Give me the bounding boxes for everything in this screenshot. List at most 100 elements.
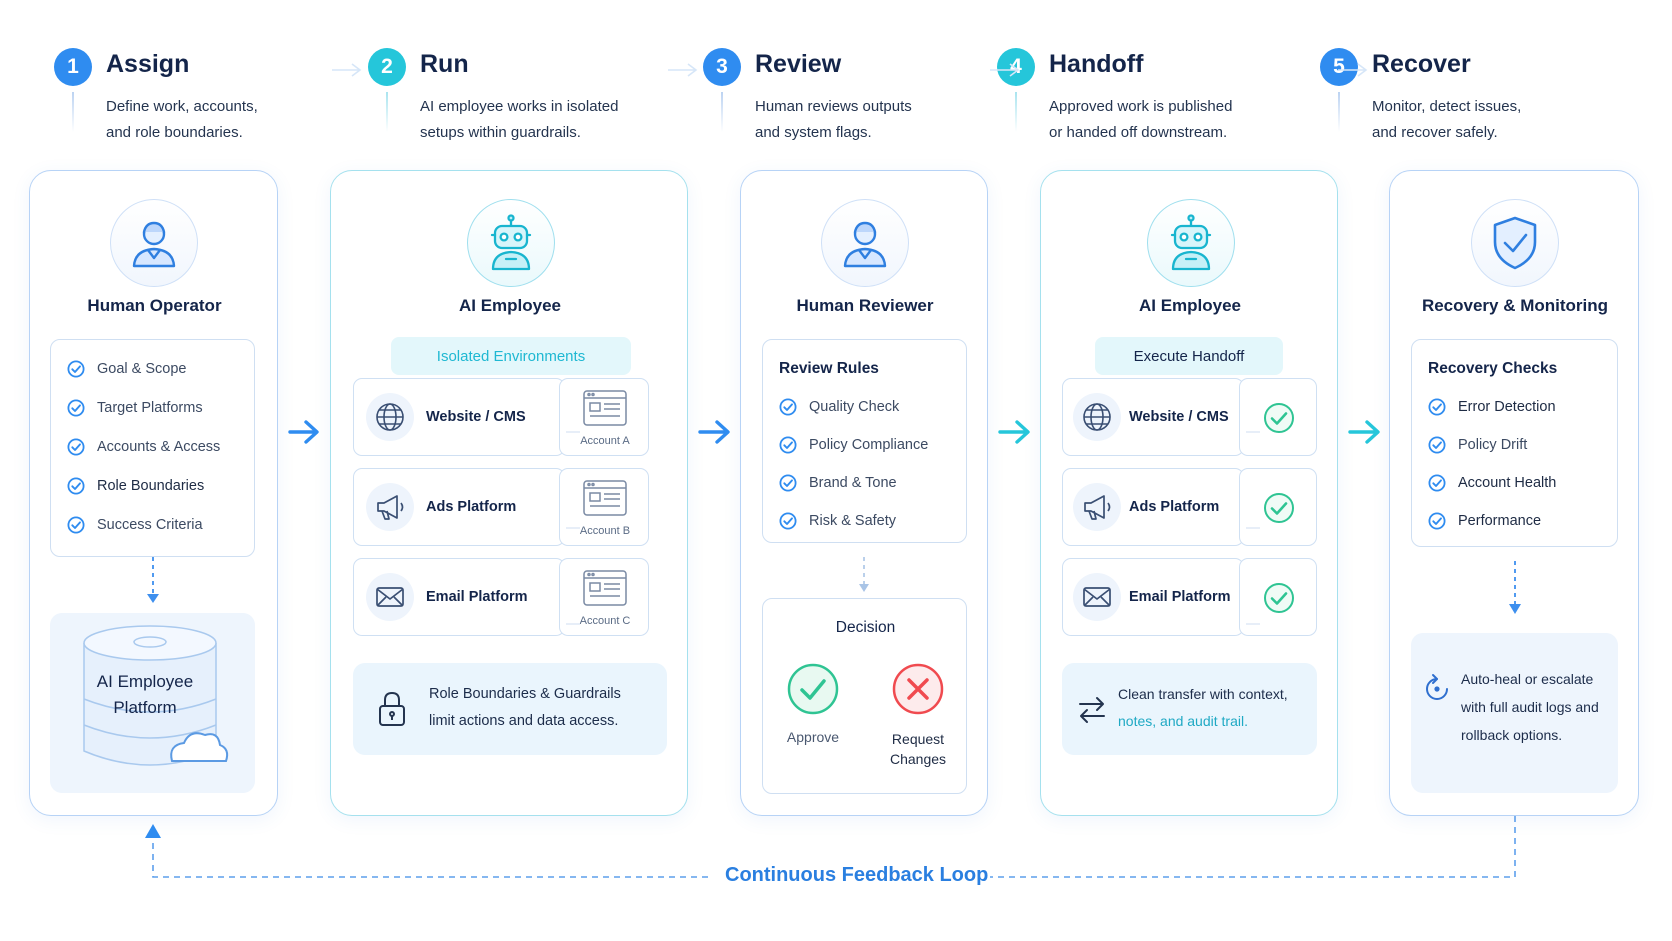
check-circle-icon — [779, 474, 797, 492]
platform-name: Website / CMS — [426, 409, 526, 425]
stage-title: Handoff — [1049, 50, 1144, 78]
recovery-checks-title: Recovery Checks — [1428, 360, 1558, 377]
platform-row-ads: Ads Platform — [353, 468, 565, 546]
check-circle-icon — [1264, 583, 1294, 613]
recovery-avatar — [1471, 199, 1559, 287]
robot-icon — [490, 214, 532, 271]
assign-checklist: Goal & Scope Target Platforms Accounts &… — [50, 339, 255, 557]
execute-handoff-label: Execute Handoff — [1095, 337, 1283, 375]
shield-icon — [1493, 216, 1537, 270]
megaphone-icon — [377, 495, 404, 520]
stage-number: 5 — [1320, 48, 1358, 86]
handoff-status-website — [1239, 378, 1317, 456]
stage-number: 1 — [54, 48, 92, 86]
run-card: AI Employee Isolated Environments Websit… — [330, 170, 688, 816]
role-label: AI Employee — [1138, 296, 1242, 315]
mail-icon — [376, 587, 404, 607]
recover-card: Recovery & Monitoring Recovery Checks Er… — [1389, 170, 1639, 816]
review-rule-item: Brand & Tone — [779, 474, 897, 492]
lock-icon — [379, 692, 405, 726]
browser-window-icon — [583, 570, 627, 606]
stage-title: Assign — [106, 50, 190, 78]
check-circle-icon — [67, 477, 85, 495]
clean-transfer-text: Clean transfer with context,notes, and a… — [1118, 686, 1288, 729]
platform-name: Email Platform — [426, 589, 528, 605]
browser-window-icon — [583, 390, 627, 426]
stage-number: 4 — [997, 48, 1035, 86]
account-b-tile: Account B — [559, 468, 649, 546]
stage-connector — [386, 92, 388, 132]
globe-icon — [376, 403, 404, 431]
check-circle-icon — [67, 360, 85, 378]
role-label: Recovery & Monitoring — [1421, 296, 1609, 315]
megaphone-icon-wrap — [366, 483, 414, 531]
ai-employee-platform-panel: AI Employee Platform — [50, 613, 255, 793]
refresh-icon — [1426, 674, 1448, 700]
check-circle-icon — [1428, 398, 1446, 416]
platform-name: Website / CMS — [1129, 409, 1229, 425]
check-circle-icon — [1428, 474, 1446, 492]
stage-title: Recover — [1372, 50, 1471, 78]
mail-icon-wrap — [1073, 573, 1121, 621]
stage-connector — [721, 92, 723, 132]
stage-description: Monitor, detect issues,and recover safel… — [1372, 98, 1522, 141]
clean-transfer-note: Clean transfer with context,notes, and a… — [1062, 663, 1317, 755]
platform-label: AI Employee Platform — [96, 672, 194, 717]
checklist-item: Success Criteria — [67, 516, 203, 534]
platform-name: Email Platform — [1129, 589, 1231, 605]
approve-check-icon — [787, 663, 839, 715]
account-label: Account C — [579, 615, 631, 627]
person-icon — [843, 221, 887, 268]
check-circle-icon — [1264, 493, 1294, 523]
ai-employee-avatar — [1147, 199, 1235, 287]
handoff-row-email: Email Platform — [1062, 558, 1244, 636]
human-reviewer-avatar — [821, 199, 909, 287]
check-circle-icon — [67, 516, 85, 534]
assign-card: Human Operator Goal & Scope Target Platf… — [29, 170, 278, 816]
review-rules-box: Review Rules Quality Check Policy Compli… — [762, 339, 967, 543]
platform-name: Ads Platform — [426, 499, 517, 515]
checklist-item: Target Platforms — [67, 399, 203, 417]
role-label: AI Employee — [458, 296, 562, 315]
stage-connector — [72, 92, 74, 132]
checklist-item: Goal & Scope — [67, 360, 186, 378]
review-rule-item: Policy Compliance — [779, 436, 928, 454]
role-label: Human Operator — [87, 296, 222, 315]
robot-icon — [1170, 214, 1212, 271]
person-icon — [132, 221, 176, 268]
platform-row-website: Website / CMS — [353, 378, 565, 456]
review-rules-title: Review Rules — [779, 360, 879, 377]
recovery-check-item: Error Detection — [1428, 398, 1556, 416]
platform-name: Ads Platform — [1129, 499, 1220, 515]
decision-title: Decision — [835, 619, 896, 636]
approve-label: Approve — [786, 729, 840, 745]
recovery-check-item: Account Health — [1428, 474, 1556, 492]
stage-title: Review — [755, 50, 842, 78]
review-card: Human Reviewer Review Rules Quality Chec… — [740, 170, 988, 816]
stage-connector — [1015, 92, 1017, 132]
account-label: Account B — [579, 525, 631, 537]
recovery-check-item: Policy Drift — [1428, 436, 1527, 454]
stage-description: Define work, accounts,and role boundarie… — [106, 98, 258, 141]
account-a-tile: Account A — [559, 378, 649, 456]
database-icon — [83, 625, 229, 766]
stage-connector — [1338, 92, 1340, 132]
handoff-row-ads: Ads Platform — [1062, 468, 1244, 546]
stage-number: 2 — [368, 48, 406, 86]
check-circle-icon — [67, 399, 85, 417]
handoff-status-email — [1239, 558, 1317, 636]
feedback-loop-label: Continuous Feedback Loop — [725, 864, 989, 886]
human-operator-avatar — [110, 199, 198, 287]
check-circle-icon — [779, 398, 797, 416]
account-c-tile: Account C — [559, 558, 649, 636]
check-circle-icon — [779, 512, 797, 530]
globe-icon — [1083, 403, 1111, 431]
